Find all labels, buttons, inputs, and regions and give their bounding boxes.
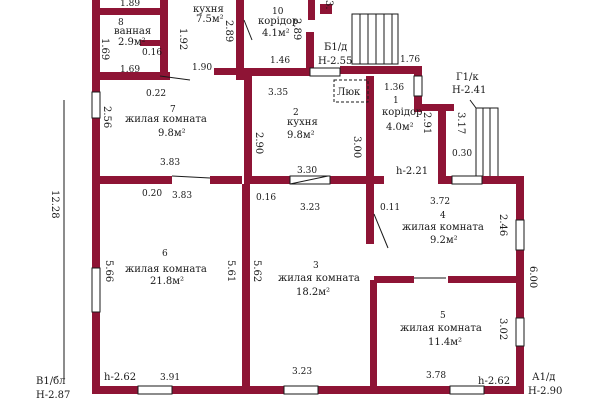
svg-text:21.8м²: 21.8м² <box>150 276 184 287</box>
room-10: 10 корідор 4.1м² <box>258 7 298 39</box>
svg-text:9.2м²: 9.2м² <box>430 235 458 246</box>
svg-text:3.83: 3.83 <box>172 191 192 201</box>
svg-text:3.83: 3.83 <box>160 158 180 168</box>
svg-text:1.92: 1.92 <box>177 28 188 50</box>
room-8: 8 ванная 2.9м² <box>114 18 151 48</box>
svg-text:Б1/д: Б1/д <box>324 42 347 53</box>
room-6: 6 жилая комната 21.8м² <box>125 249 207 287</box>
svg-text:4.1м²: 4.1м² <box>262 28 290 39</box>
svg-text:1.46: 1.46 <box>270 56 290 66</box>
svg-text:3: 3 <box>313 261 319 271</box>
stairs-top <box>351 13 399 65</box>
svg-text:1.76: 1.76 <box>400 55 420 65</box>
svg-text:Н-2.87: Н-2.87 <box>36 390 70 400</box>
svg-text:1: 1 <box>393 96 399 106</box>
svg-text:0.16: 0.16 <box>256 193 276 203</box>
svg-text:1.36: 1.36 <box>384 83 404 93</box>
svg-text:0.20: 0.20 <box>142 189 162 199</box>
svg-text:кухня: кухня <box>287 117 318 128</box>
svg-text:0.22: 0.22 <box>146 89 166 99</box>
svg-text:корідор: корідор <box>382 107 422 118</box>
svg-text:4.0м²: 4.0м² <box>386 122 414 133</box>
svg-text:ванная: ванная <box>114 26 151 37</box>
svg-text:3.02: 3.02 <box>497 318 508 340</box>
room-2: 2 кухня 9.8м² <box>287 108 318 141</box>
svg-text:6.00: 6.00 <box>527 266 538 288</box>
svg-text:2.89: 2.89 <box>291 18 302 40</box>
svg-text:h-2.62: h-2.62 <box>104 372 136 383</box>
svg-text:h-2.21: h-2.21 <box>396 166 428 177</box>
svg-text:1.90: 1.90 <box>192 63 212 73</box>
svg-text:2.89: 2.89 <box>223 20 234 42</box>
svg-text:кухня: кухня <box>193 4 224 15</box>
svg-text:А1/д: А1/д <box>532 372 555 383</box>
svg-text:2.46: 2.46 <box>497 214 508 236</box>
svg-text:h-2.62: h-2.62 <box>478 376 510 387</box>
svg-text:3.00: 3.00 <box>351 136 362 158</box>
svg-text:3.23: 3.23 <box>300 203 320 213</box>
svg-text:3.78: 3.78 <box>426 371 446 381</box>
svg-text:11.4м²: 11.4м² <box>428 337 462 348</box>
svg-text:1.69: 1.69 <box>120 65 140 75</box>
hatch-frame <box>333 79 369 103</box>
svg-text:7.5м²: 7.5м² <box>196 14 224 25</box>
svg-text:5.62: 5.62 <box>251 260 262 282</box>
svg-text:0.11: 0.11 <box>380 203 400 213</box>
svg-text:1.69: 1.69 <box>99 38 110 60</box>
svg-text:жилая комната: жилая комната <box>278 273 360 284</box>
room-4: 4 жилая комната 9.2м² <box>402 211 484 246</box>
svg-text:жилая комната: жилая комната <box>400 323 482 334</box>
svg-text:5.66: 5.66 <box>103 260 114 282</box>
svg-text:5: 5 <box>440 311 446 321</box>
svg-text:Н-2.90: Н-2.90 <box>528 386 562 397</box>
svg-text:10: 10 <box>272 7 284 17</box>
room-9: кухня 7.5м² <box>193 4 224 25</box>
svg-text:18.2м²: 18.2м² <box>296 287 330 298</box>
svg-text:Н-2.41: Н-2.41 <box>452 85 486 96</box>
height-marks: Б1/д Н-2.55 Г1/к Н-2.41 В1/бл Н-2.87 А1/… <box>36 42 562 400</box>
svg-text:жилая комната: жилая комната <box>402 222 484 233</box>
svg-text:2.91: 2.91 <box>421 112 432 134</box>
svg-text:2.56: 2.56 <box>101 106 112 128</box>
stairs-right <box>469 99 499 183</box>
svg-text:3.30: 3.30 <box>297 166 317 176</box>
svg-text:9.8м²: 9.8м² <box>287 130 315 141</box>
svg-text:8: 8 <box>118 18 124 28</box>
svg-text:5.61: 5.61 <box>225 260 236 282</box>
room-1: 1 корідор 4.0м² <box>382 96 422 133</box>
hatch-label: Люк <box>337 87 361 98</box>
svg-text:2.90: 2.90 <box>253 132 264 154</box>
svg-text:4: 4 <box>440 211 446 221</box>
doors <box>159 19 446 279</box>
svg-text:Н-2.55: Н-2.55 <box>318 56 352 67</box>
svg-text:1.89: 1.89 <box>120 0 140 9</box>
room-7: 7 жилая комната 9.8м² <box>125 105 207 139</box>
svg-text:9.8м²: 9.8м² <box>158 128 186 139</box>
svg-text:3.35: 3.35 <box>268 88 288 98</box>
svg-text:3.72: 3.72 <box>430 197 450 207</box>
svg-text:Г1/к: Г1/к <box>456 72 479 83</box>
svg-text:0.30: 0.30 <box>452 149 472 159</box>
vertical-dimension-labels: 1.69 1.92 2.89 2.89 3. 2.56 2.90 3.00 2.… <box>99 0 538 340</box>
svg-text:6: 6 <box>162 249 168 259</box>
svg-text:жилая комната: жилая комната <box>125 114 207 125</box>
svg-text:3.17: 3.17 <box>455 112 466 134</box>
overall-height-label: 12.28 <box>49 190 60 219</box>
svg-text:3.23: 3.23 <box>292 367 312 377</box>
svg-text:корідор: корідор <box>258 16 298 27</box>
dimension-labels: 1.89 0.16 1.69 1.90 1.46 1.76 0.22 3. 8 3 … <box>120 0 472 383</box>
room-5: 5 жилая комната 11.4м² <box>400 311 482 348</box>
svg-text:2.9м²: 2.9м² <box>118 37 146 48</box>
svg-text:2: 2 <box>293 108 299 118</box>
svg-text:7: 7 <box>170 105 176 115</box>
svg-text:3.: 3. <box>323 0 334 10</box>
svg-text:3.91: 3.91 <box>160 373 180 383</box>
room-3: 3 жилая комната 18.2м² <box>278 261 360 298</box>
svg-text:жилая комната: жилая комната <box>125 264 207 275</box>
svg-text:0.16: 0.16 <box>142 48 162 58</box>
svg-text:В1/бл: В1/бл <box>36 376 65 387</box>
